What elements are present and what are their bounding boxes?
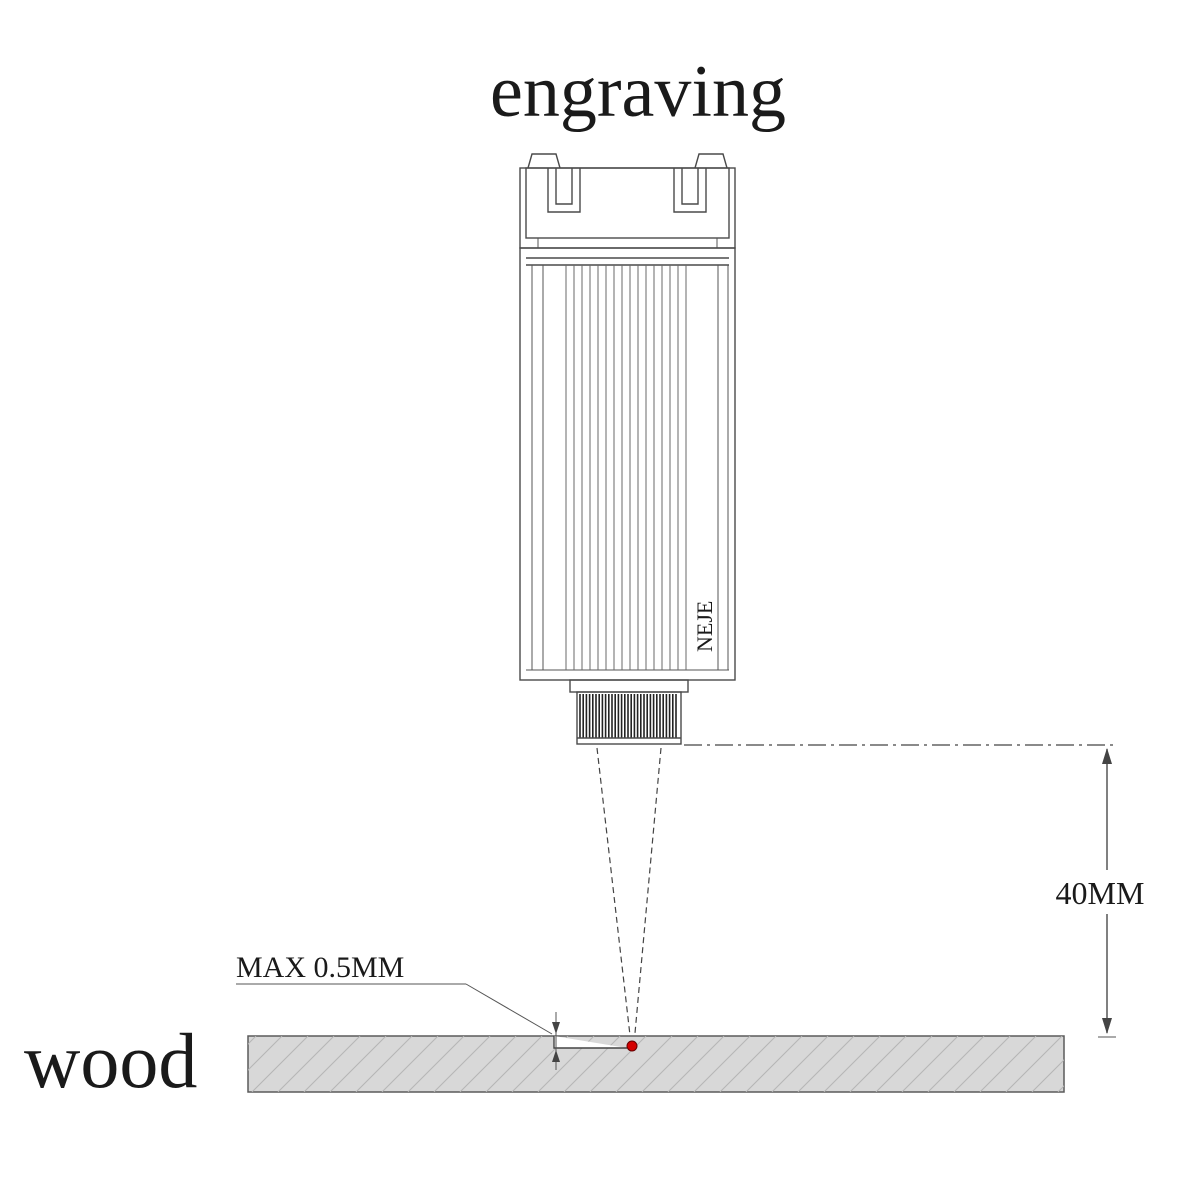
focus-lens-knob: [576, 691, 682, 745]
module-heatsink-body: [519, 247, 736, 681]
max-depth-label: MAX 0.5MM: [236, 951, 404, 984]
laser-module: NEJE: [519, 153, 736, 745]
module-collar: [569, 679, 689, 693]
wood-board: [247, 1035, 1065, 1093]
focal-distance-dimension: 40MM: [684, 744, 1160, 1038]
laser-beam-cone: [596, 747, 662, 1045]
max-depth-callout: MAX 0.5MM: [236, 951, 560, 1070]
module-top-cap: [519, 153, 736, 249]
laser-spot: [626, 1040, 638, 1052]
focal-distance-label: 40MM: [1056, 875, 1145, 911]
diagram-title: engraving: [490, 51, 786, 133]
heatsink-fins: [565, 265, 687, 670]
material-label: wood: [24, 1017, 197, 1104]
brand-label: NEJE: [692, 601, 717, 652]
